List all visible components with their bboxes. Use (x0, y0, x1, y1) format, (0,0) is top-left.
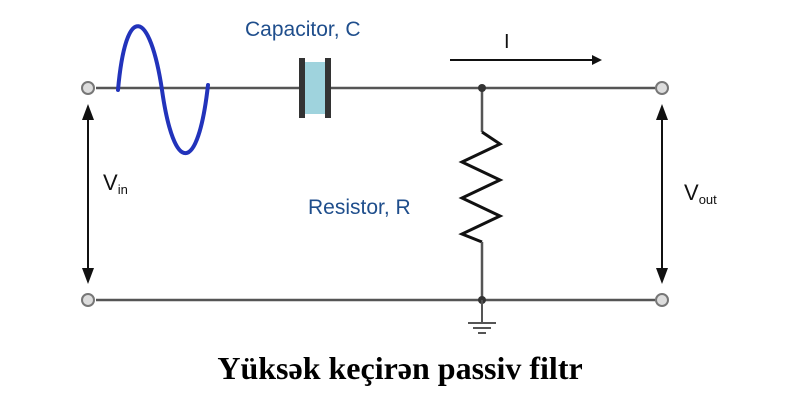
resistor-zigzag (458, 130, 504, 244)
capacitor-plate-left (299, 58, 305, 118)
capacitor-plate-right (325, 58, 331, 118)
vout-label: Vout (684, 180, 717, 207)
vout-label-main: V (684, 180, 699, 205)
input-terminal-top (81, 81, 95, 95)
vin-arrow-down-head (82, 268, 94, 284)
ground-icon (468, 300, 496, 334)
vin-arrow-up-head (82, 104, 94, 120)
vout-arrow-up-head (656, 104, 668, 120)
output-terminal-top (655, 81, 669, 95)
capacitor-dielectric (302, 62, 328, 114)
vout-label-sub: out (699, 192, 717, 207)
output-terminal-bottom (655, 293, 669, 307)
vout-arrow-down-head (656, 268, 668, 284)
vin-label-sub: in (118, 182, 128, 197)
diagram-caption: Yüksək keçirən passiv filtr (217, 350, 583, 386)
junction-top (478, 84, 486, 92)
resistor-label: Resistor, R (308, 196, 411, 219)
capacitor-label: Capacitor, C (245, 18, 361, 41)
sine-wave-icon (116, 24, 210, 155)
current-label: I (504, 31, 510, 53)
vin-label-main: V (103, 170, 118, 195)
vin-label: Vin (103, 170, 128, 197)
input-terminal-bottom (81, 293, 95, 307)
